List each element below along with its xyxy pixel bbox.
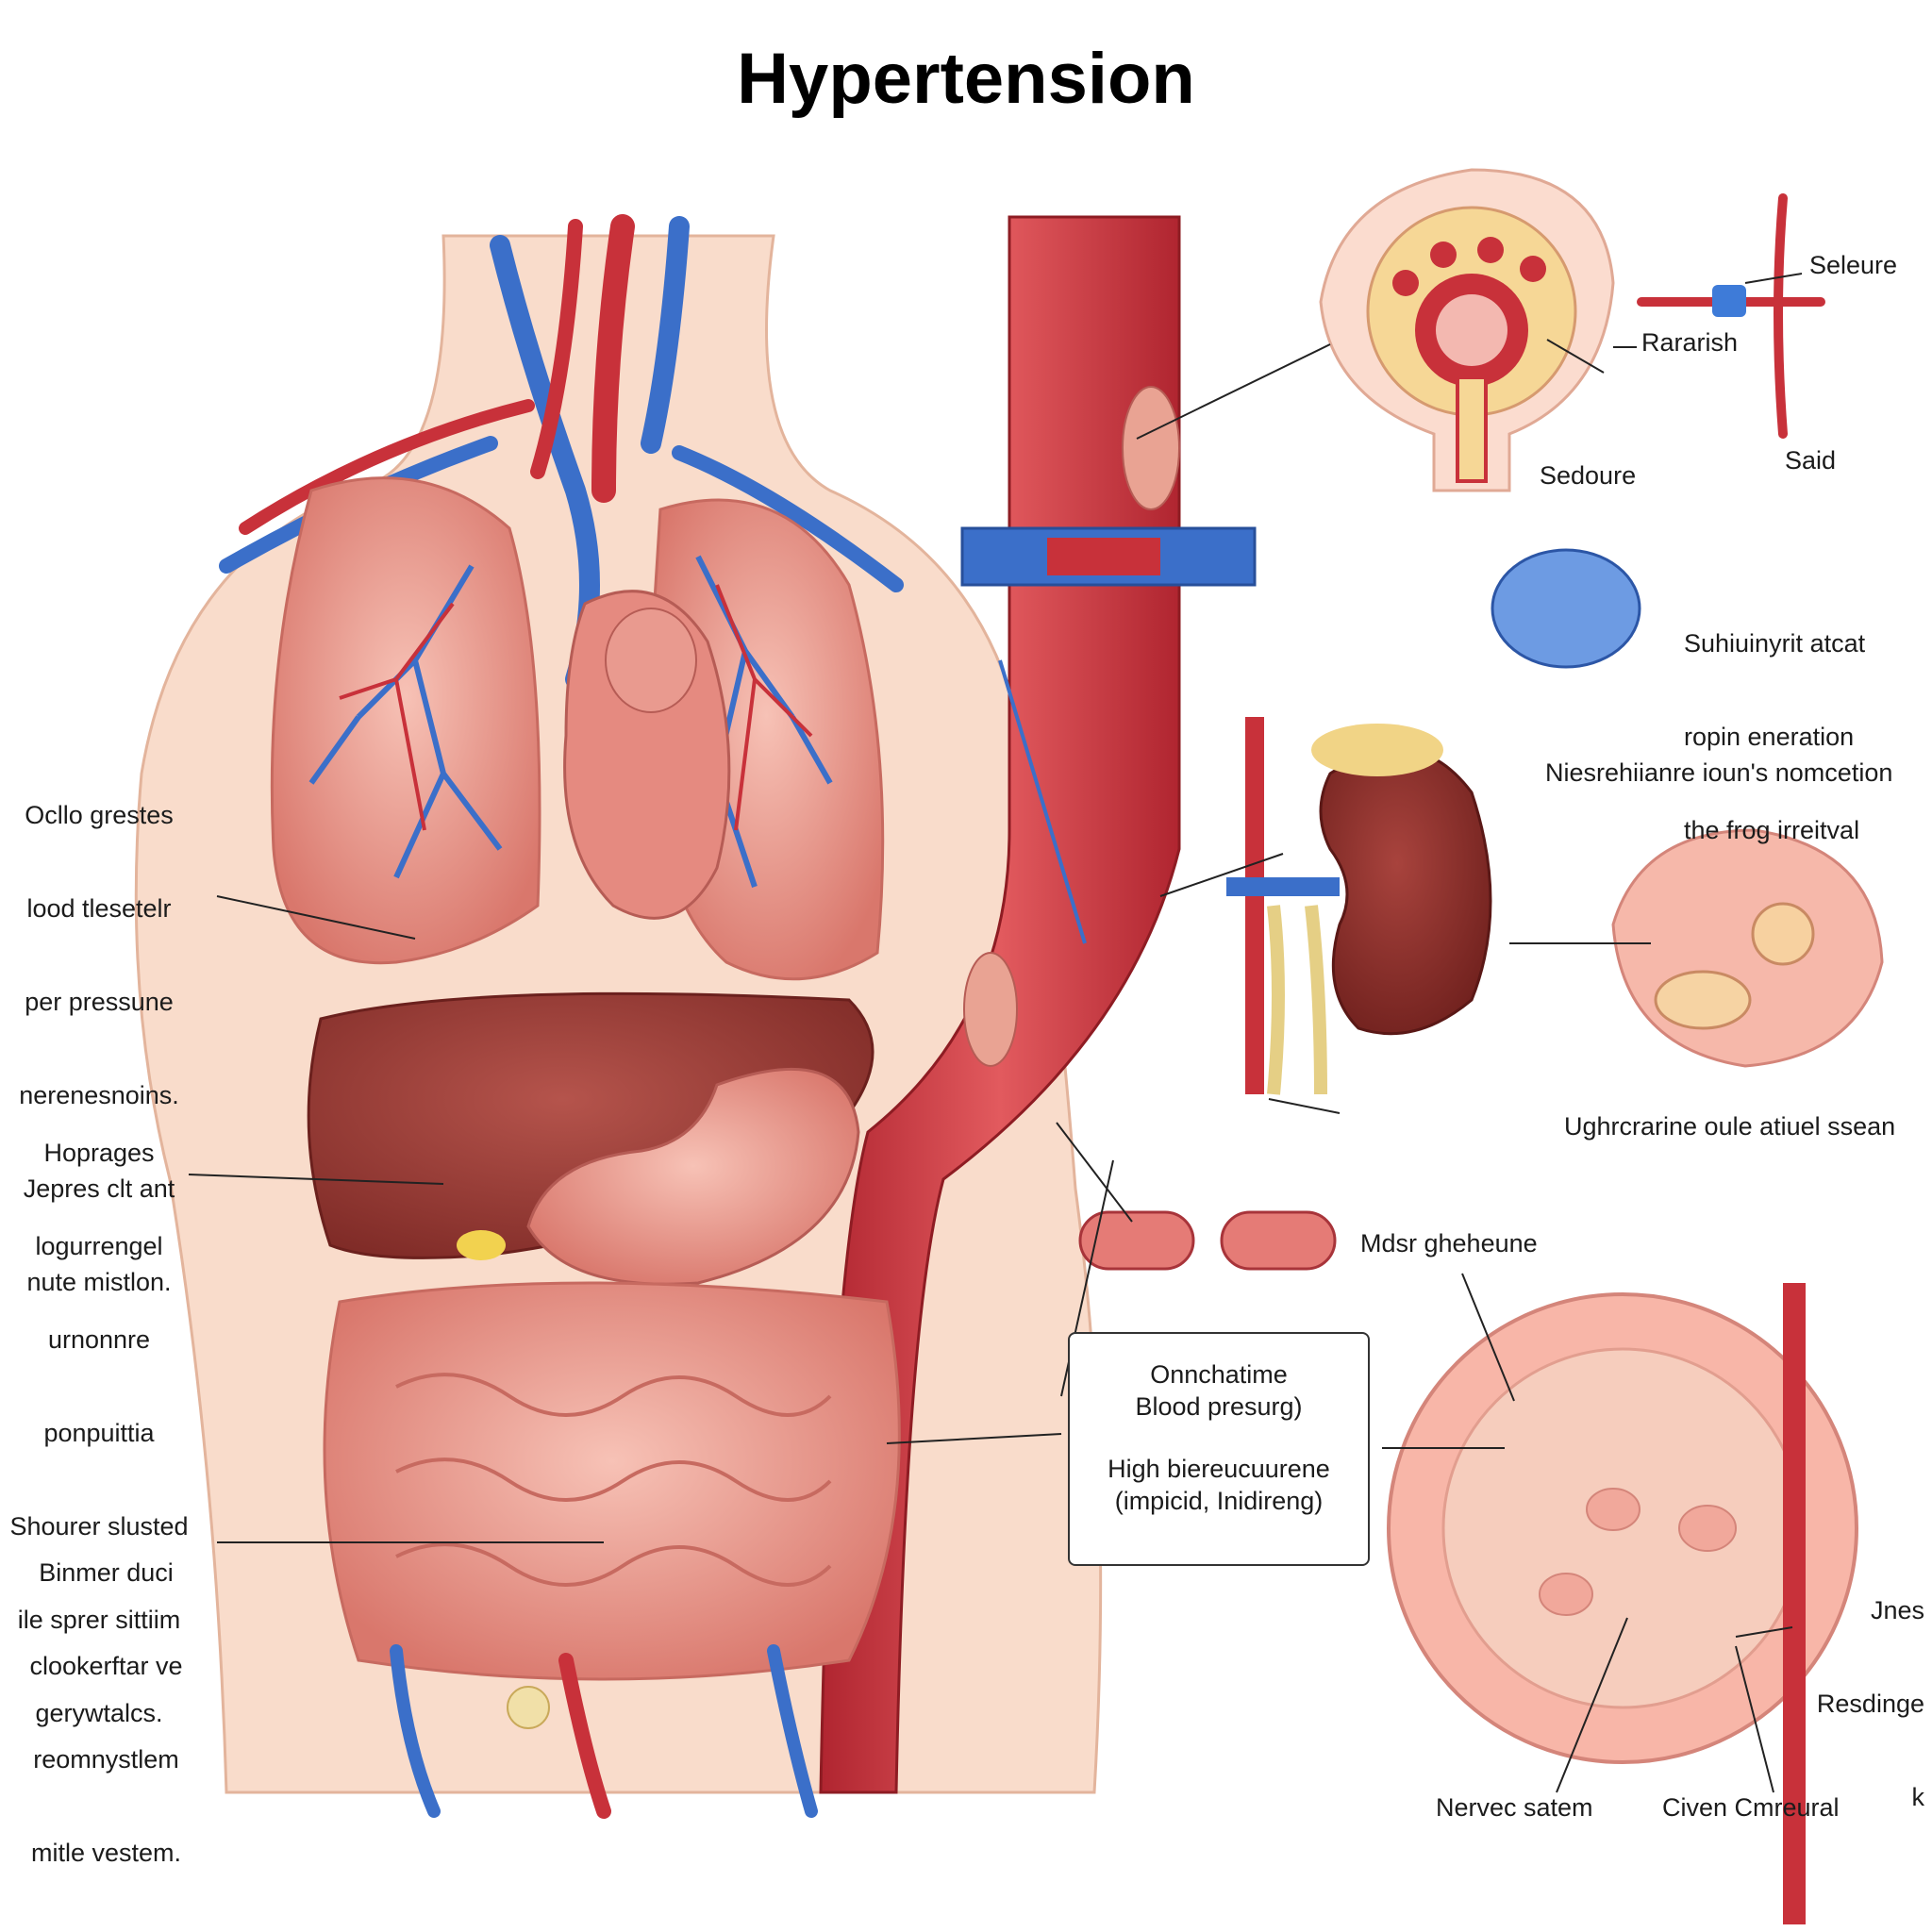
label-jnes: Jnes Resdinge k (1811, 1533, 1924, 1844)
label-left-1-line-6: nute mistlon. (26, 1268, 172, 1296)
label-left-2: Hoprages logurrengel urnonnre ponpuittia… (0, 1075, 198, 1760)
vessel-pair (1078, 1210, 1337, 1271)
heart (563, 590, 731, 920)
label-left-2-line-4: ponpuittia (43, 1419, 155, 1447)
aorta (819, 215, 1257, 1794)
cell-inset (1611, 828, 1884, 1068)
page-title: Hypertension (737, 39, 1195, 119)
label-left-1: Ocllo grestes lood tlesetelr per pressun… (0, 738, 198, 1329)
callout-line-1: Onnchatime (1150, 1360, 1288, 1389)
label-rararish: Rararish (1641, 328, 1739, 357)
lower-vessels (390, 1644, 818, 1819)
label-mdsr: Mdsr gheheune (1360, 1229, 1538, 1257)
kidney (1226, 717, 1492, 1095)
label-seleure: Seleure (1809, 251, 1898, 279)
label-civen: Civen Cmreural (1662, 1793, 1840, 1822)
label-niesrehiianre: Niesrehiianre ioun's nomcetion (1545, 758, 1893, 787)
inset-cross-section (1319, 168, 1615, 492)
callout-box: Onnchatime Blood presurg) High biereucuu… (1068, 1332, 1370, 1566)
callout-line-3: High biereucuurene (1108, 1455, 1330, 1483)
label-suhiuinyrit-line-2: ropin eneration (1684, 723, 1855, 751)
label-suhiuinyrit: Suhiuinyrit atcat ropin eneration the fr… (1684, 566, 1865, 877)
label-left-1-line-1: Ocllo grestes (25, 801, 174, 829)
label-nervec: Nervec satem (1436, 1793, 1593, 1822)
label-left-2-line-1: Hoprages (43, 1139, 155, 1167)
label-suhiuinyrit-line-3: the frog irreitval (1684, 816, 1860, 844)
label-jnes-line-3: k (1911, 1783, 1925, 1811)
label-left-2-line-6: ile sprer sittiim (17, 1606, 181, 1634)
label-left-1-line-2: lood tlesetelr (26, 894, 172, 923)
label-left-2-line-2: logurrengel (35, 1232, 163, 1260)
label-jnes-line-1: Jnes (1870, 1596, 1924, 1624)
callout-line-4: (impicid, Inidireng) (1114, 1487, 1324, 1515)
label-sedoure: Sedoure (1540, 461, 1637, 490)
label-left-2-line-3: urnonnre (47, 1325, 151, 1354)
label-jnes-line-2: Resdinge (1816, 1690, 1924, 1718)
capsule (1491, 548, 1641, 669)
label-left-3-line-2: clookerftar ve (29, 1652, 183, 1680)
label-left-3-line-4: mitle vestem. (30, 1839, 182, 1867)
label-left-3-line-3: reomnystlem (33, 1745, 179, 1774)
label-left-2-line-5: Shourer slusted (9, 1512, 189, 1541)
label-suhiuinyrit-line-1: Suhiuinyrit atcat (1684, 629, 1866, 658)
label-left-1-line-5: Jepres clt ant (23, 1174, 175, 1203)
left-lung (270, 476, 541, 965)
label-ughrcrarine: Ughrcrarine oule atiuel ssean (1564, 1112, 1896, 1141)
label-left-2-line-7: gerywtalcs. (35, 1699, 163, 1727)
vessel-junction (1637, 193, 1825, 439)
intestines (323, 1281, 901, 1729)
callout-line-2: Blood presurg) (1135, 1392, 1303, 1421)
label-said: Said (1785, 446, 1837, 475)
tissue-inset (1387, 1283, 1858, 1924)
label-left-3: Binmer duci clookerftar ve reomnystlem m… (0, 1495, 212, 1900)
label-left-1-line-3: per pressune (25, 988, 174, 1016)
label-left-3-line-1: Binmer duci (39, 1558, 174, 1587)
leader-lines (188, 273, 1803, 1793)
label-left-1-line-4: nerenesnoins. (19, 1081, 179, 1109)
